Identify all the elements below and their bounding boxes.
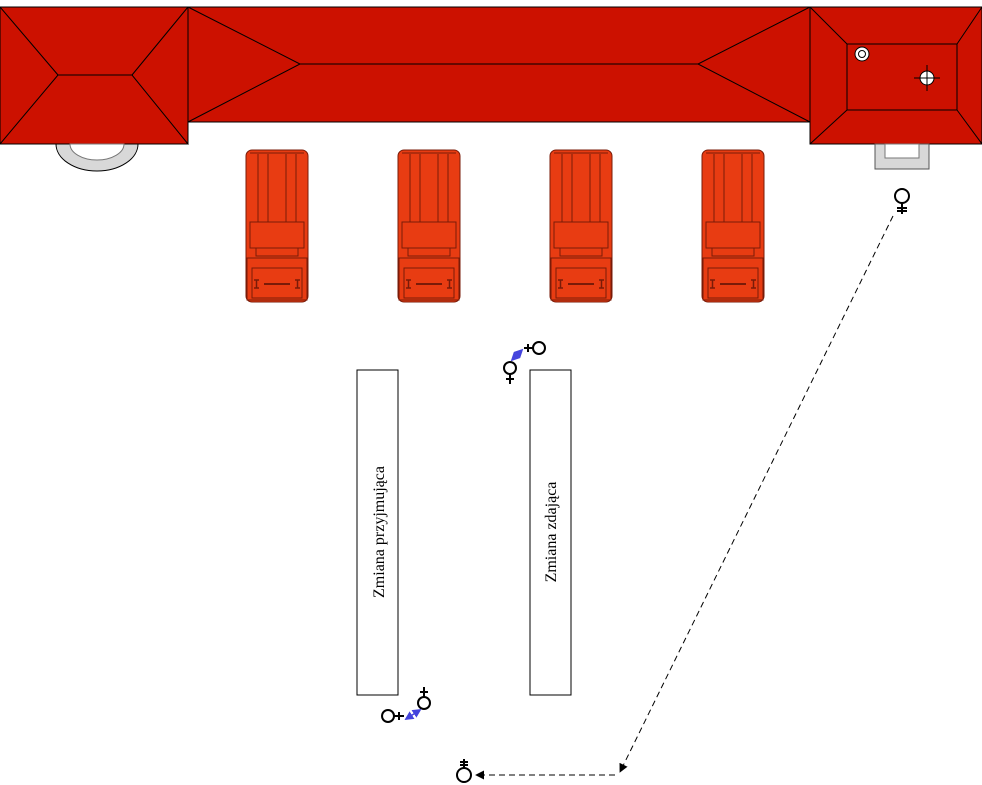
person-icon bbox=[381, 709, 404, 723]
person-icon bbox=[894, 188, 910, 214]
persons bbox=[381, 188, 910, 783]
person-icon bbox=[456, 759, 472, 783]
fire-truck-icon bbox=[701, 149, 765, 303]
dashed-route bbox=[475, 215, 894, 780]
person-icon bbox=[524, 341, 546, 355]
crosshair-icon bbox=[914, 65, 940, 91]
handing-over-shift-box: Zmiana zdająca bbox=[529, 369, 572, 696]
fire-trucks bbox=[245, 149, 765, 303]
fire-truck-icon bbox=[245, 149, 309, 303]
building-roof-icon bbox=[0, 6, 982, 172]
person-icon bbox=[503, 361, 517, 384]
movement-arrow-icon bbox=[404, 709, 422, 720]
receiving-shift-box: Zmiana przyjmująca bbox=[356, 369, 399, 696]
roof-left-wing bbox=[0, 6, 190, 145]
hydrant-icon bbox=[854, 46, 870, 62]
fire-truck-icon bbox=[397, 149, 461, 303]
person-icon bbox=[417, 687, 431, 710]
fire-truck-icon bbox=[549, 149, 613, 303]
entrance-step-icon bbox=[874, 143, 930, 170]
roof-main-hall bbox=[187, 6, 811, 123]
canopy-icon bbox=[55, 143, 139, 172]
handing-over-shift-label: Zmiana zdająca bbox=[543, 482, 560, 583]
roof-right-wing bbox=[809, 6, 982, 145]
receiving-shift-label: Zmiana przyjmująca bbox=[371, 466, 388, 598]
movement-arrow-icon bbox=[510, 348, 524, 362]
